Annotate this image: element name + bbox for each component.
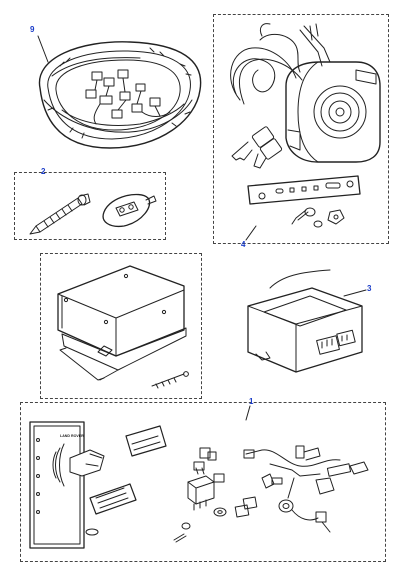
module-wire <box>269 269 331 289</box>
callout-module: 3 <box>367 284 372 293</box>
key-fob <box>102 193 157 228</box>
fuse-holder <box>234 473 275 518</box>
callout-install-kit: 1 <box>249 397 254 406</box>
install-kit-leader-line <box>245 405 251 421</box>
link-harness <box>243 445 369 533</box>
module-leader-line <box>343 289 367 297</box>
install-kit-panel-frame <box>20 402 386 562</box>
fixing-screw <box>151 371 189 389</box>
siren-panel-frame <box>213 14 389 244</box>
siren-leader-line <box>245 225 257 241</box>
siren-unit <box>285 61 381 163</box>
grommet-and-washer <box>173 507 227 543</box>
mounting-plate <box>59 327 187 381</box>
alarm-relay <box>187 475 215 511</box>
alarm-control-module <box>247 269 363 373</box>
booklet-brand-text: LAND ROVER <box>60 434 84 438</box>
callout-keyfob: 2 <box>41 167 46 176</box>
keyfob-panel-frame <box>14 172 166 240</box>
install-connectors <box>193 447 225 483</box>
callout-siren: 4 <box>241 240 246 249</box>
wiring-harness <box>38 41 202 149</box>
screw-part <box>29 193 91 235</box>
control-box-cover <box>57 265 185 357</box>
bracket-panel-frame <box>40 253 202 399</box>
mounting-bracket <box>247 175 361 205</box>
security-code-card <box>125 425 167 457</box>
siren-fixings <box>291 207 345 228</box>
harness-leader-line <box>37 35 49 63</box>
instruction-booklet <box>29 421 105 549</box>
siren-key <box>231 126 283 169</box>
callout-harness: 9 <box>30 25 35 34</box>
warning-card <box>89 483 137 515</box>
